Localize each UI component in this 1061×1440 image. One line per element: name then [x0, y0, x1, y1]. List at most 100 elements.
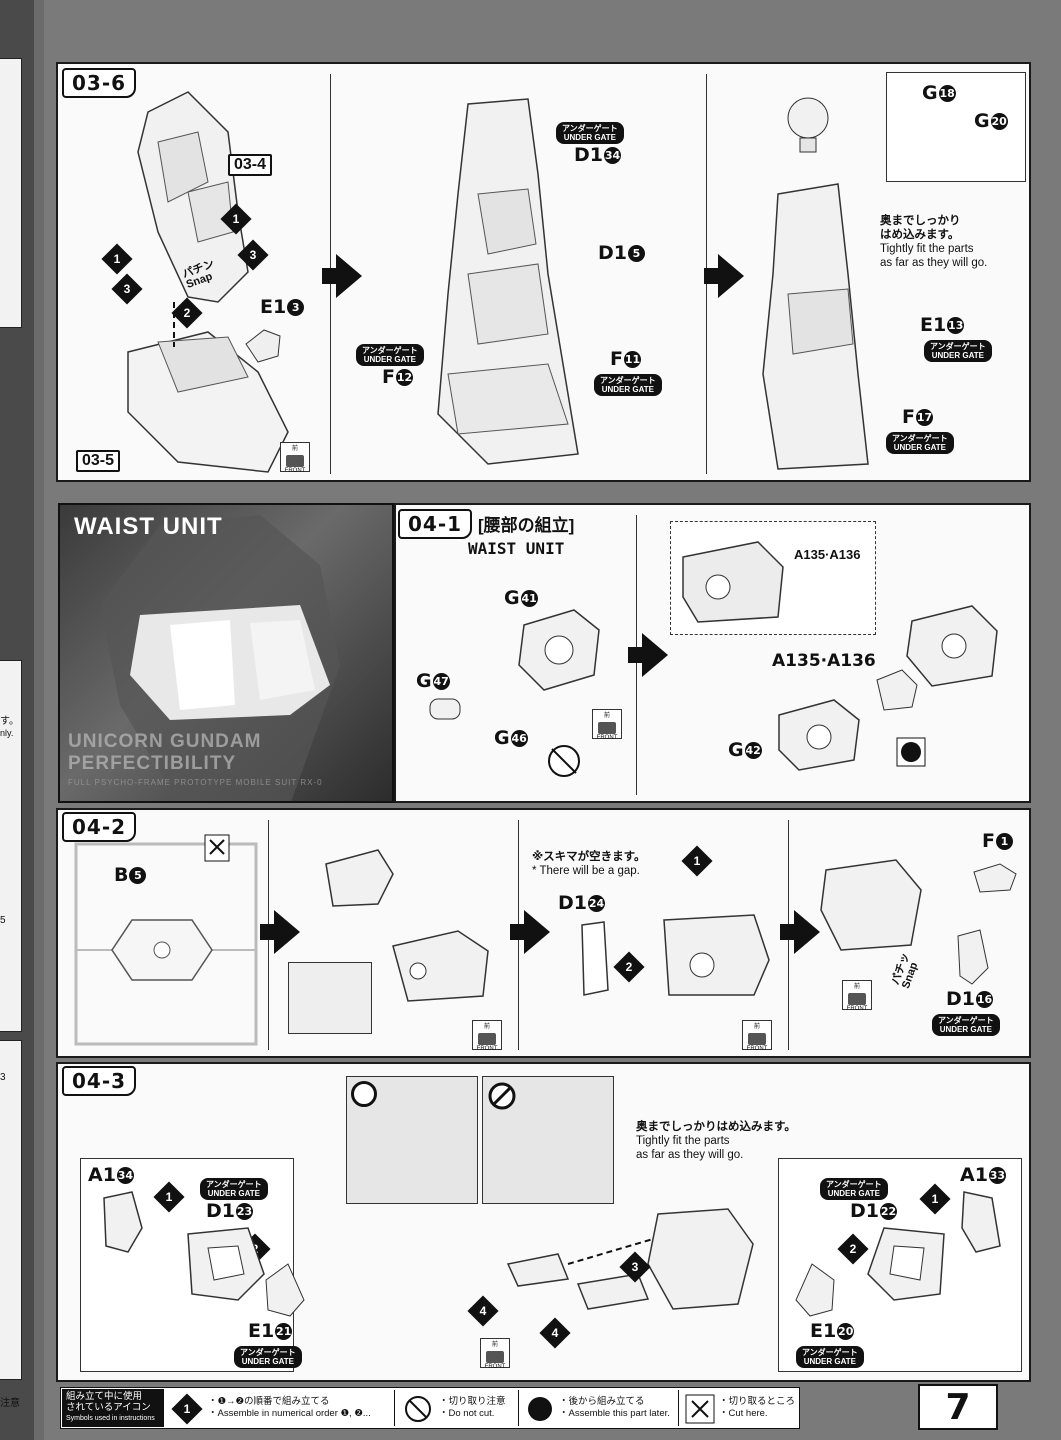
waist-block-illustration: [392, 930, 489, 1002]
waist-block-illustration: [663, 914, 770, 996]
ball-joint-illustration: [787, 97, 829, 153]
part-a1-33-illustration: [961, 1191, 1001, 1253]
step-title-en: WAIST UNIT: [468, 539, 565, 558]
step-label: 04-2: [62, 812, 137, 842]
left-page-panel: [0, 1040, 22, 1380]
order-marker-1: 1: [220, 203, 252, 235]
part-label-a1-35-36: A135·A136: [772, 651, 876, 671]
fit-note: 奥までしっかりはめ込みます。 Tightly fit the parts as …: [636, 1121, 796, 1161]
step-label: 03-6: [62, 68, 137, 98]
order-marker-2: 2: [171, 297, 203, 329]
part-d1-23-illustration: [187, 1227, 265, 1301]
order-marker-1: 1: [153, 1181, 185, 1213]
step-04-3-panel: 04-3 奥までしっかりはめ込みます。 Tightly fit the part…: [56, 1062, 1031, 1382]
order-marker-3: 3: [619, 1251, 651, 1283]
step-flow-arrow: [260, 910, 300, 954]
assemble-later-icon: [896, 737, 926, 767]
left-page-edge: す。 nly. 5 3 注意: [0, 0, 34, 1440]
part-g-42-illustration: [778, 699, 860, 771]
do-not-cut-icon: [548, 745, 580, 777]
order-marker-4: 4: [539, 1317, 571, 1349]
legend-item-do-not-cut: ・切り取り注意 ・Do not cut.: [394, 1390, 514, 1426]
leg-armor-illustration: [437, 98, 579, 465]
order-marker-4: 4: [467, 1295, 499, 1327]
do-not-cut-icon: [405, 1396, 431, 1422]
order-marker-3: 3: [111, 273, 143, 305]
part-g-41-illustration: [518, 609, 600, 691]
leg-assembly-illustration: [127, 91, 289, 473]
part-d1-22-illustration: [867, 1227, 945, 1301]
order-marker-icon: 1: [171, 1393, 203, 1425]
part-e1-21-illustration: [265, 1263, 305, 1317]
step-label: 04-3: [62, 1066, 137, 1096]
leg-upper-illustration: [762, 183, 869, 470]
gap-note: ※スキマが空きます。 * There will be a gap.: [532, 851, 646, 877]
runner-illustration: [74, 842, 258, 1046]
order-marker-2: 2: [613, 951, 645, 983]
part-g-47-illustration: [429, 698, 461, 720]
step-flow-arrow: [510, 910, 550, 954]
part-d1-24-illustration: [581, 921, 609, 996]
detail-inset-box: [288, 962, 372, 1034]
step-flow-arrow: [704, 254, 744, 298]
legend-item-assemble-later: ・後から組み立てる ・Assemble this part later.: [518, 1390, 674, 1426]
photo-subtitle: UNICORN GUNDAM PERFECTIBILITY: [68, 731, 262, 774]
assemble-later-icon: [528, 1397, 552, 1421]
step-title-jp: [腰部の組立]: [478, 516, 575, 535]
symbols-legend-title: 組み立て中に使用 されているアイコン Symbols used in instr…: [62, 1389, 164, 1427]
legend-item-order: 1 ・❶→❷の順番で組み立てる ・Assemble in numerical o…: [168, 1390, 388, 1426]
left-page-text: 5: [0, 915, 6, 926]
order-marker-1: 1: [101, 243, 133, 275]
waist-block-illustration: [820, 859, 922, 951]
step-flow-arrow: [780, 910, 820, 954]
left-page-panel: [0, 58, 22, 328]
legend-item-cut-here: ・切り取るところ ・Cut here.: [678, 1390, 798, 1426]
incorrect-icon: [488, 1082, 516, 1110]
order-marker-3: 3: [237, 239, 269, 271]
waist-frame-illustration: [906, 605, 998, 687]
waist-unit-photo: WAIST UNIT UNICORN GUNDAM PERFECTIBILITY…: [58, 503, 394, 803]
fit-note: 奥までしっかり はめ込みます。 Tightly fit the parts as…: [880, 215, 988, 269]
part-label-a1-35-36: A135·A136: [794, 547, 861, 562]
left-page-text: 3: [0, 1072, 6, 1083]
order-marker-1: 1: [919, 1183, 951, 1215]
step-flow-arrow: [322, 254, 362, 298]
cut-here-icon: [204, 834, 230, 862]
inset-part-illustration: [682, 541, 784, 623]
left-page-text: す。: [0, 716, 19, 727]
incorrect-example-inset: [482, 1076, 614, 1204]
part-d1-16-illustration: [957, 929, 989, 985]
left-page-panel: [0, 660, 22, 1032]
correct-icon: [351, 1081, 377, 1107]
